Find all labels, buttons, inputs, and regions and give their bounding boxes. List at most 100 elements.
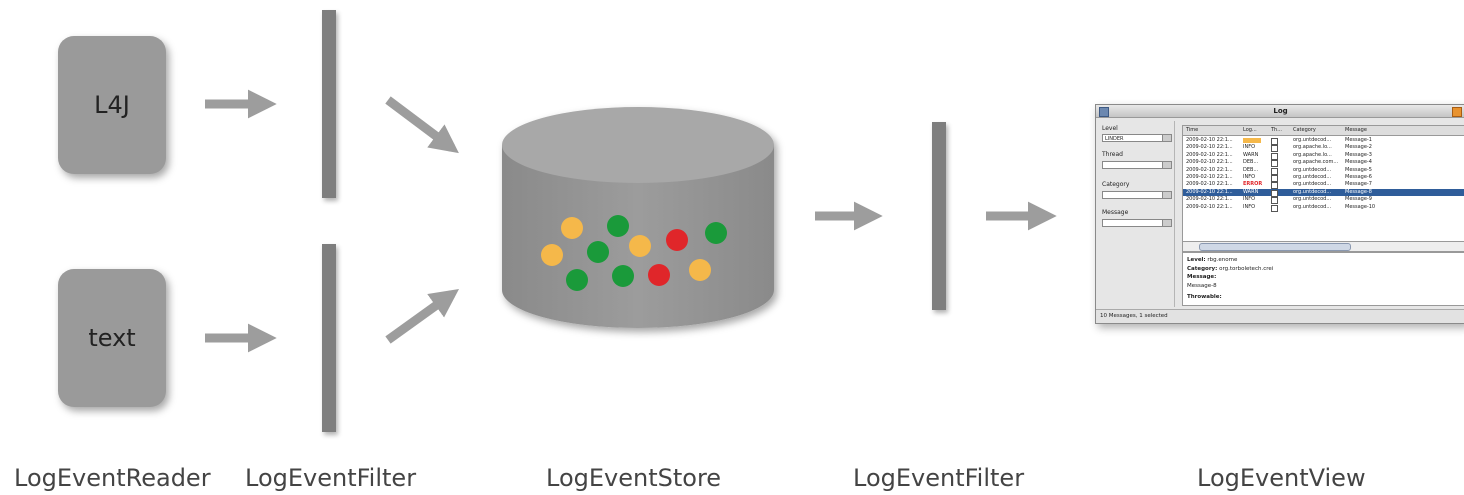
table-cell: 2009-02-10 22:1... xyxy=(1186,159,1233,166)
log-event-dot xyxy=(607,215,629,237)
log-event-dot xyxy=(648,264,670,286)
table-row[interactable]: 2009-02-10 22:1... INFO org.untdecod... Mes… xyxy=(1183,196,1464,205)
table-cell: Message-8 xyxy=(1345,188,1372,195)
chevron-down-icon[interactable] xyxy=(1162,162,1171,168)
table-cell: INFO xyxy=(1243,196,1256,203)
table-cell xyxy=(1243,138,1261,143)
detail-throwable-label: Throwable: xyxy=(1187,294,1222,300)
row-checkbox[interactable] xyxy=(1271,204,1278,212)
event-detail-panel: Level: rbg.enome Category: org.torbolete… xyxy=(1182,252,1464,306)
chevron-down-icon[interactable] xyxy=(1162,220,1171,226)
level-select[interactable]: LINDER xyxy=(1102,134,1172,142)
chevron-down-icon[interactable] xyxy=(1162,135,1171,141)
message-select[interactable] xyxy=(1102,219,1172,227)
l4j-reader-box: L4J xyxy=(58,36,166,174)
thread-select[interactable] xyxy=(1102,161,1172,169)
detail-category-label: Category: xyxy=(1187,266,1218,272)
table-cell: Message-9 xyxy=(1345,196,1372,203)
row-checkbox[interactable] xyxy=(1271,197,1278,205)
log-window-title: Log xyxy=(1273,107,1288,115)
log-event-dot xyxy=(705,222,727,244)
table-cell: DEB... xyxy=(1243,166,1259,173)
row-checkbox[interactable] xyxy=(1271,145,1278,153)
table-cell: 2009-02-10 22:1... xyxy=(1186,203,1233,210)
l4j-reader-label: L4J xyxy=(94,91,130,119)
row-checkbox[interactable] xyxy=(1271,160,1278,168)
detail-level-label: Level: xyxy=(1187,257,1206,263)
log-event-dot xyxy=(689,259,711,281)
table-cell: org.apache.com... xyxy=(1293,159,1339,166)
detail-message-value: Message-8 xyxy=(1187,283,1217,289)
table-cell: org.untdecod... xyxy=(1293,196,1332,203)
col-level[interactable]: Log... xyxy=(1243,127,1257,133)
category-label: Category xyxy=(1102,181,1130,188)
table-cell: 2009-02-10 22:1... xyxy=(1186,188,1233,195)
log-event-dot xyxy=(566,269,588,291)
table-cell: WARN xyxy=(1243,151,1259,158)
label-log-event-view: LogEventView xyxy=(1197,464,1366,492)
log-event-dot xyxy=(541,244,563,266)
log-table: Time Log... Th... Category Message 2009-… xyxy=(1182,125,1464,243)
log-event-dot xyxy=(612,265,634,287)
text-reader-label: text xyxy=(88,324,136,352)
log-event-dot xyxy=(561,217,583,239)
table-cell: org.untdecod... xyxy=(1293,137,1332,143)
col-thread[interactable]: Th... xyxy=(1271,127,1282,133)
log-event-dot xyxy=(666,229,688,251)
thread-label: Thread xyxy=(1102,151,1123,158)
col-category[interactable]: Category xyxy=(1293,127,1316,133)
table-cell: org.apache.lo... xyxy=(1293,144,1332,151)
scrollbar-thumb[interactable] xyxy=(1199,243,1351,251)
col-time[interactable]: Time xyxy=(1186,127,1199,133)
table-cell: org.untdecod... xyxy=(1293,181,1332,188)
table-cell: Message-6 xyxy=(1345,174,1372,180)
table-row[interactable]: 2009-02-10 22:1... WARN org.untdecod... Mes… xyxy=(1183,188,1464,197)
table-cell: Message-5 xyxy=(1345,166,1372,173)
table-row[interactable]: 2009-02-10 22:1... DEB... org.untdecod... M… xyxy=(1183,166,1464,175)
table-cell: 2009-02-10 22:1... xyxy=(1186,174,1233,180)
arrow-filter-to-store-top xyxy=(385,96,459,154)
table-cell: Message-10 xyxy=(1345,203,1376,210)
close-icon[interactable] xyxy=(1452,107,1462,117)
log-table-header: Time Log... Th... Category Message xyxy=(1183,126,1464,136)
table-cell: org.untdecod... xyxy=(1293,188,1332,195)
level-select-value: LINDER xyxy=(1105,136,1124,142)
filter-bar-output xyxy=(932,122,946,310)
row-checkbox[interactable] xyxy=(1271,152,1278,160)
event-store-cylinder xyxy=(502,107,774,328)
log-window-titlebar: Log xyxy=(1096,105,1464,118)
detail-category-value: org.torboletech.crei xyxy=(1219,266,1274,272)
table-cell: Message-1 xyxy=(1345,137,1372,143)
table-cell: Message-7 xyxy=(1345,181,1372,188)
table-cell: WARN xyxy=(1243,188,1259,195)
category-select[interactable] xyxy=(1102,191,1172,199)
log-event-dots xyxy=(541,215,727,291)
table-cell: 2009-02-10 22:1... xyxy=(1186,144,1233,151)
row-checkbox[interactable] xyxy=(1271,167,1278,175)
col-message[interactable]: Message xyxy=(1345,127,1367,133)
filter-bar-bottom xyxy=(322,244,336,432)
row-checkbox[interactable] xyxy=(1271,189,1278,197)
log-view-window: Log Level LINDER Thread Category Message… xyxy=(1095,104,1464,324)
table-cell: INFO xyxy=(1243,174,1256,180)
table-cell: org.untdecod... xyxy=(1293,166,1332,173)
table-row[interactable]: 2009-02-10 22:1...org.untdecod...Message… xyxy=(1183,137,1464,145)
detail-message-label: Message: xyxy=(1187,274,1217,280)
table-cell: 2009-02-10 22:1... xyxy=(1186,166,1233,173)
log-event-dot xyxy=(629,235,651,257)
table-cell: 2009-02-10 22:1... xyxy=(1186,196,1233,203)
window-icon xyxy=(1099,107,1109,117)
label-log-event-filter-2: LogEventFilter xyxy=(853,464,1025,492)
row-checkbox[interactable] xyxy=(1271,138,1278,145)
row-checkbox[interactable] xyxy=(1271,175,1278,182)
table-row[interactable]: 2009-02-10 22:1...DEB...org.apache.com..… xyxy=(1183,159,1464,168)
status-bar: 10 Messages, 1 selected xyxy=(1096,309,1464,323)
table-cell: ERROR xyxy=(1243,181,1263,188)
chevron-down-icon[interactable] xyxy=(1162,192,1171,198)
horizontal-scrollbar[interactable] xyxy=(1182,241,1464,252)
